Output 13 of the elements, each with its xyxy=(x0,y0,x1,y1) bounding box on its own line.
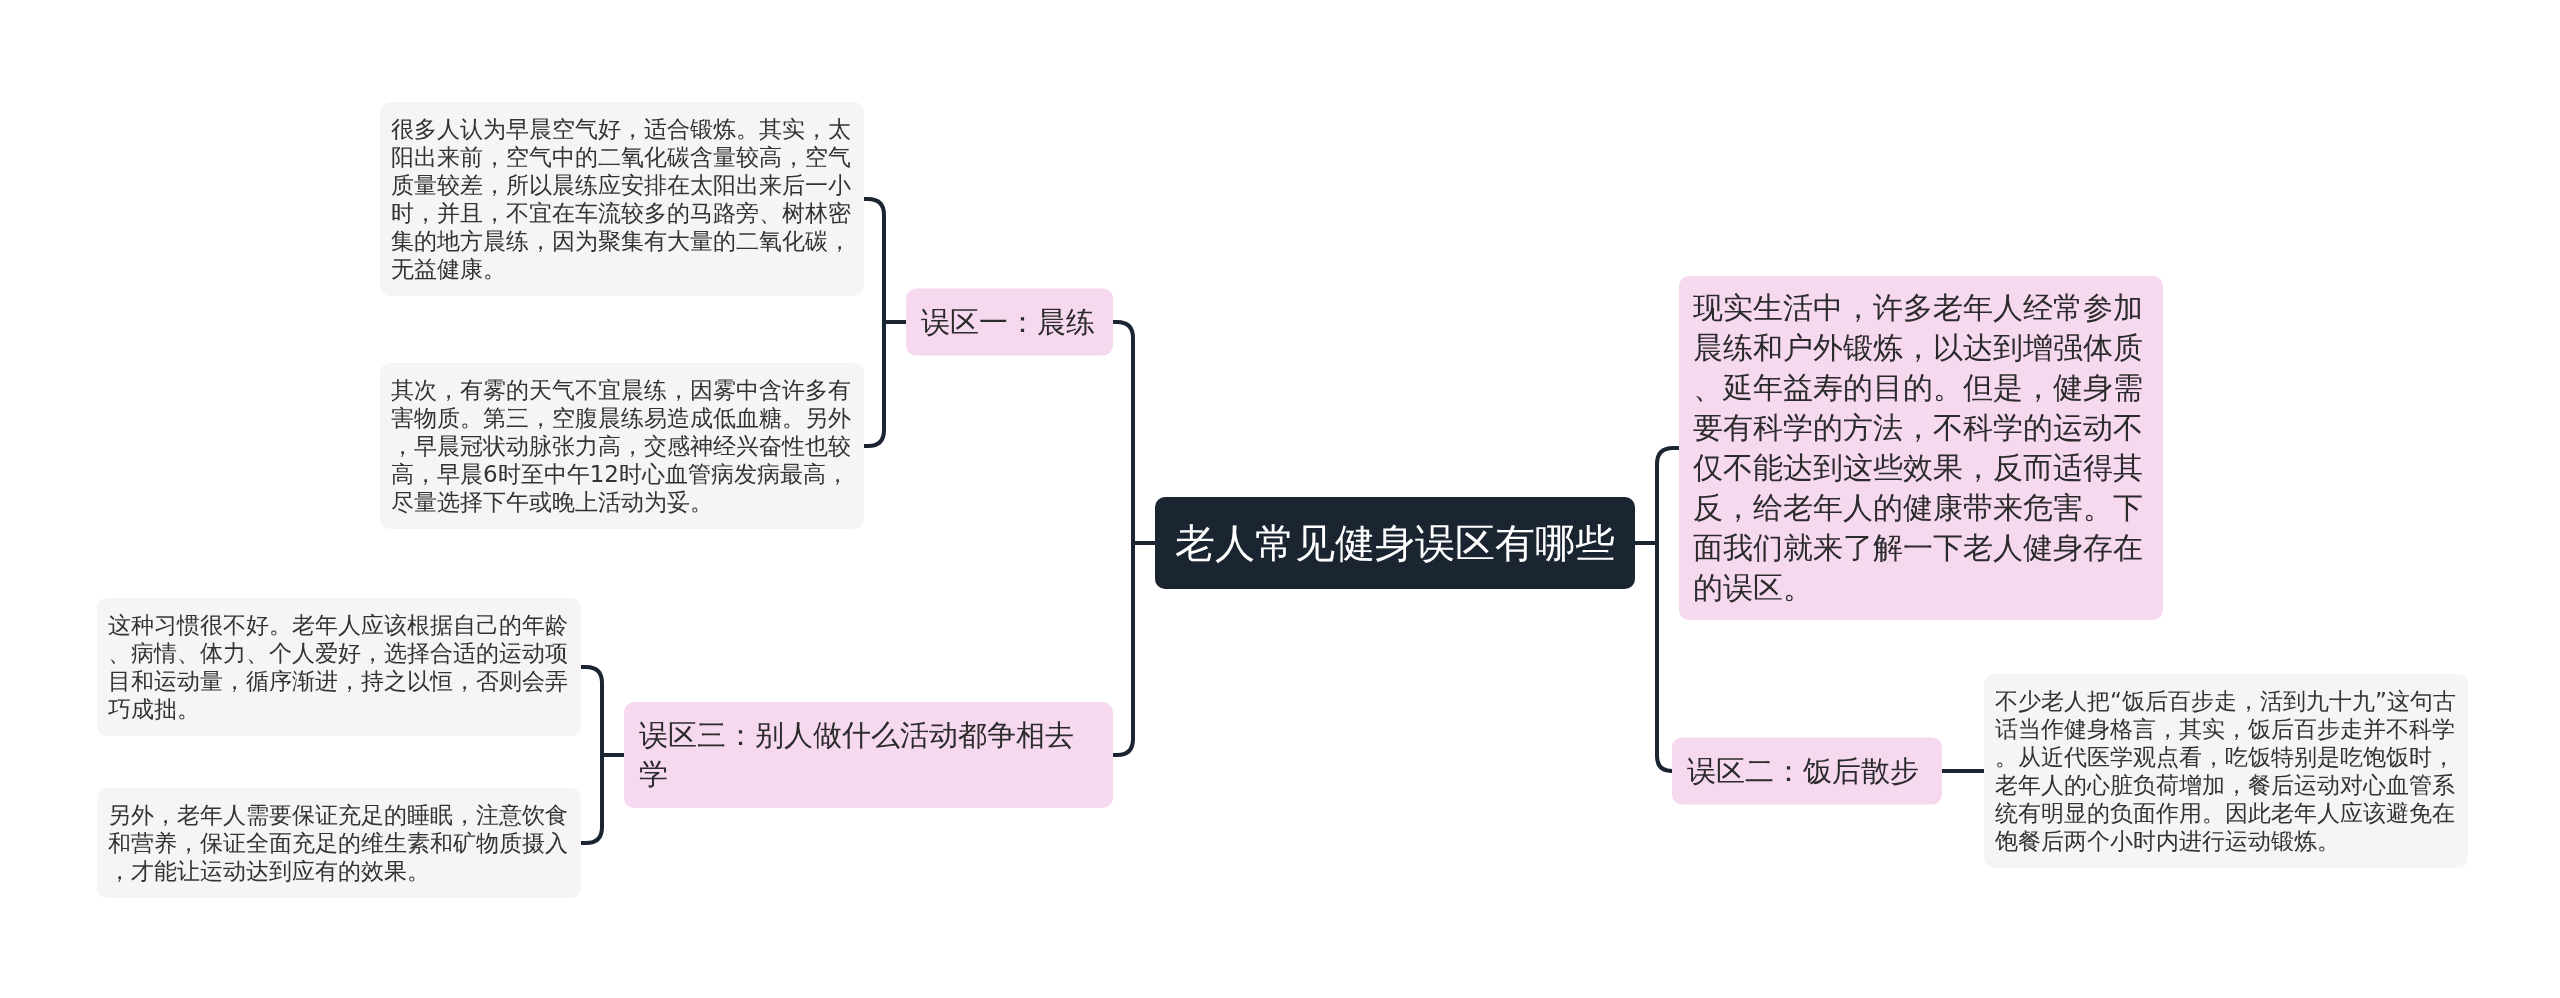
note-box: 很多人认为早晨空气好，适合锻炼。其实，太阳出来前，空气中的二氧化碳含量较高，空气质量较差，所以晨练应安排在太阳出来后一小时，并且，不宜在车流较多的马路旁、树林密集的地方晨练，因为聚集有大量的二氧化碳，无益健康。 xyxy=(380,102,864,296)
connector-line xyxy=(581,753,624,845)
topic-box: 现实生活中，许多老年人经常参加晨练和户外锻炼，以达到增强体质、延年益寿的目的。但是，健身需要有科学的方法，不科学的运动不仅不能达到这些效果，反而适得其反，给老年人的健康带来危害。下面我们就来了解一下老人健身存在的误区。 xyxy=(1679,276,2163,620)
central-topic-box: 老人常见健身误区有哪些 xyxy=(1155,497,1635,589)
connector-line xyxy=(1635,541,1674,773)
topic-box: 误区二：饭后散步 xyxy=(1672,737,1942,805)
connector-line xyxy=(1942,769,1984,773)
topic-box: 误区一：晨练 xyxy=(906,288,1113,356)
topic-box: 误区三：别人做什么活动都争相去学 xyxy=(624,702,1113,808)
note-box: 另外，老年人需要保证充足的睡眠，注意饮食和营养，保证全面充足的维生素和矿物质摄入，才能让运动达到应有的效果。 xyxy=(97,788,581,898)
note-box: 其次，有雾的天气不宜晨练，因雾中含许多有害物质。第三，空腹晨练易造成低血糖。另外，早晨冠状动脉张力高，交感神经兴奋性也较高，早晨6时至中午12时心血管病发病最高，尽量选择下午或晚上活动为妥。 xyxy=(380,363,864,529)
note-box: 这种习惯很不好。老年人应该根据自己的年龄、病情、体力、个人爱好，选择合适的运动项目和运动量，循序渐进，持之以恒，否则会弄巧成拙。 xyxy=(97,598,581,736)
note-box: 不少老人把“饭后百步走，活到九十九”这句古话当作健身格言，其实，饭后百步走并不科学。从近代医学观点看，吃饭特别是吃饱饭时，老年人的心脏负荷增加，餐后运动对心血管系统有明显的负面作用。因此老年人应该避免在饱餐后两个小时内进行运动锻炼。 xyxy=(1984,674,2468,868)
